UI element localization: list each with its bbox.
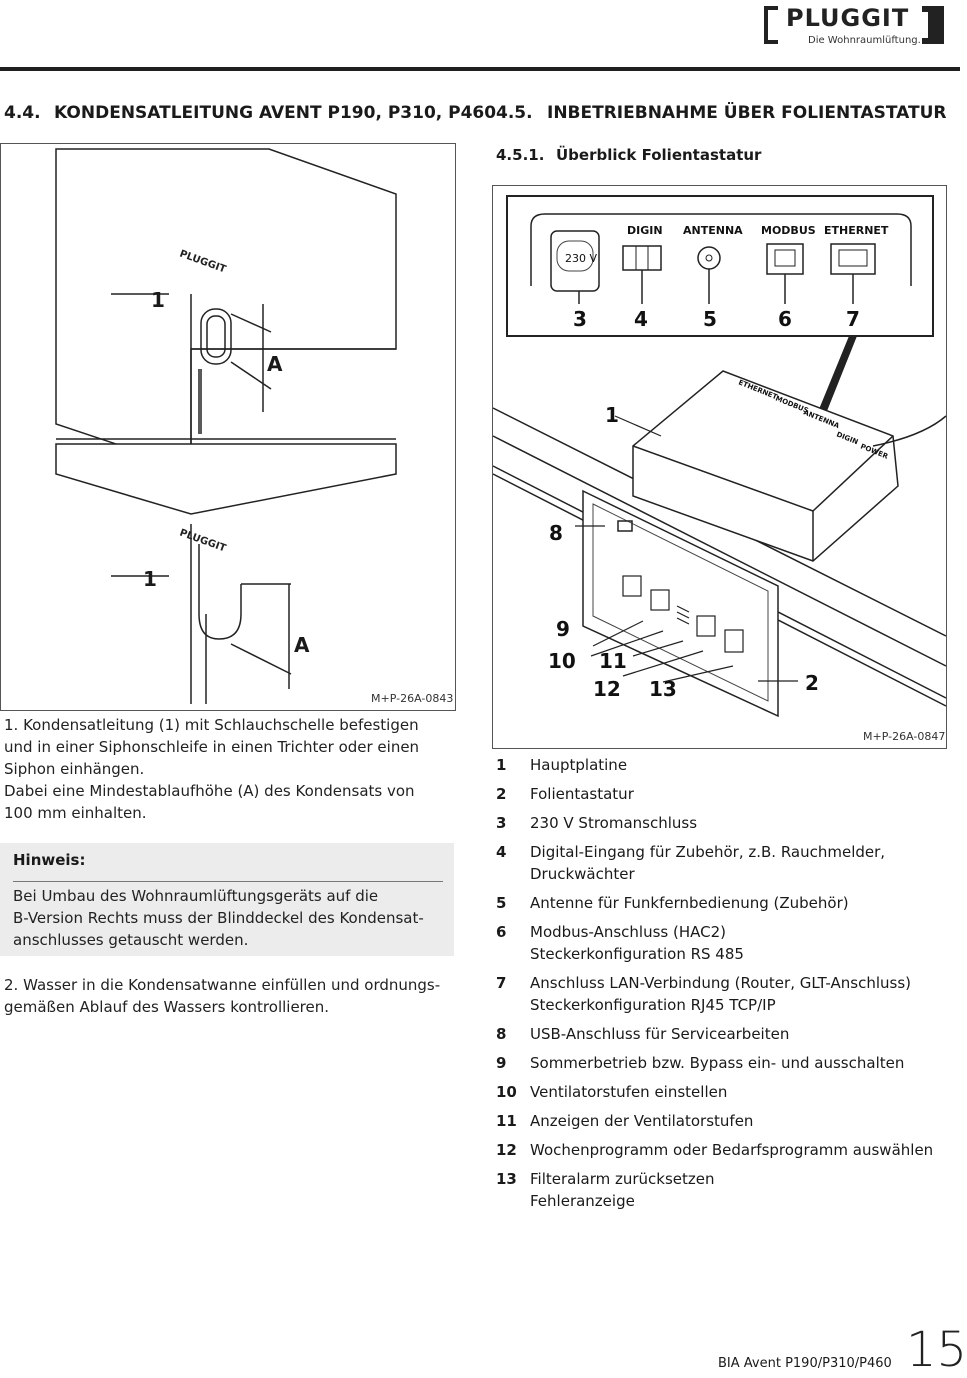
brand-tagline: Die Wohnraumlüftung.: [808, 35, 921, 46]
condensate-figure: 1 A 1 A PLUGGIT PLUGGIT M+P-26A-0843: [0, 143, 456, 711]
conn-label-antenna: ANTENNA: [683, 224, 743, 237]
callout-10: 10: [548, 649, 576, 673]
keypad-figure: DIGIN ANTENNA MODBUS ETHERNET 230 V 3 4 …: [492, 185, 947, 749]
page-number: 15: [906, 1322, 967, 1378]
label-1-upper: 1: [151, 288, 165, 312]
left-figure-id: M+P-26A-0843: [371, 692, 454, 705]
callout-9: 9: [556, 617, 570, 641]
right-figure-id: M+P-26A-0847: [863, 730, 946, 743]
callout-5: 5: [703, 307, 717, 331]
hinweis-divider: [13, 881, 443, 882]
conn-label-modbus: MODBUS: [761, 224, 816, 237]
section-4-4-number: 4.4.: [4, 103, 41, 123]
step-1-text: 1. Kondensatleitung (1) mit Schlauchsche…: [4, 716, 420, 822]
callout-11: 11: [599, 649, 627, 673]
callout-12: 12: [593, 677, 621, 701]
conn-label-digin: DIGIN: [627, 224, 663, 237]
hinweis-title: Hinweis:: [13, 851, 86, 869]
section-4-5-1-title: Überblick Folientastatur: [556, 146, 762, 164]
callout-13: 13: [649, 677, 677, 701]
pluggit-logo: PLUGGIT Die Wohnraumlüftung.: [764, 4, 944, 48]
keypad-diagram: DIGIN ANTENNA MODBUS ETHERNET 230 V 3 4 …: [492, 195, 947, 718]
footer-doc-title: BIA Avent P190/P310/P460: [718, 1356, 892, 1371]
section-4-4-title: KONDENSATLEITUNG AVENT P190, P310, P460: [54, 103, 497, 123]
voltage-label: 230 V: [565, 252, 597, 265]
label-a-lower: A: [294, 633, 310, 657]
callout-8: 8: [549, 521, 563, 545]
callout-3: 3: [573, 307, 587, 331]
condensate-diagram: 1 A 1 A PLUGGIT PLUGGIT: [55, 148, 397, 704]
conn-label-ethernet: ETHERNET: [824, 224, 889, 237]
label-a-upper: A: [267, 352, 283, 376]
hinweis-box: Hinweis: Bei Umbau des Wohnraumlüftungsg…: [0, 843, 454, 956]
callout-4: 4: [634, 307, 648, 331]
hinweis-text: Bei Umbau des Wohnraumlüftungsgeräts auf…: [13, 887, 424, 949]
callout-6: 6: [778, 307, 792, 331]
section-4-5-1-number: 4.5.1.: [496, 146, 545, 164]
callout-7: 7: [846, 307, 860, 331]
step-2-text: 2. Wasser in die Kondensatwanne einfülle…: [4, 976, 441, 1016]
section-4-5-number: 4.5.: [496, 103, 533, 123]
section-4-5-title: INBETRIEBNAHME ÜBER FOLIENTASTATUR: [547, 103, 947, 123]
brand-name: PLUGGIT: [786, 4, 910, 32]
callout-1: 1: [605, 403, 619, 427]
svg-text:PLUGGIT: PLUGGIT: [178, 527, 227, 554]
callout-2: 2: [805, 671, 819, 695]
label-1-lower: 1: [143, 567, 157, 591]
header-rule: [0, 67, 960, 71]
